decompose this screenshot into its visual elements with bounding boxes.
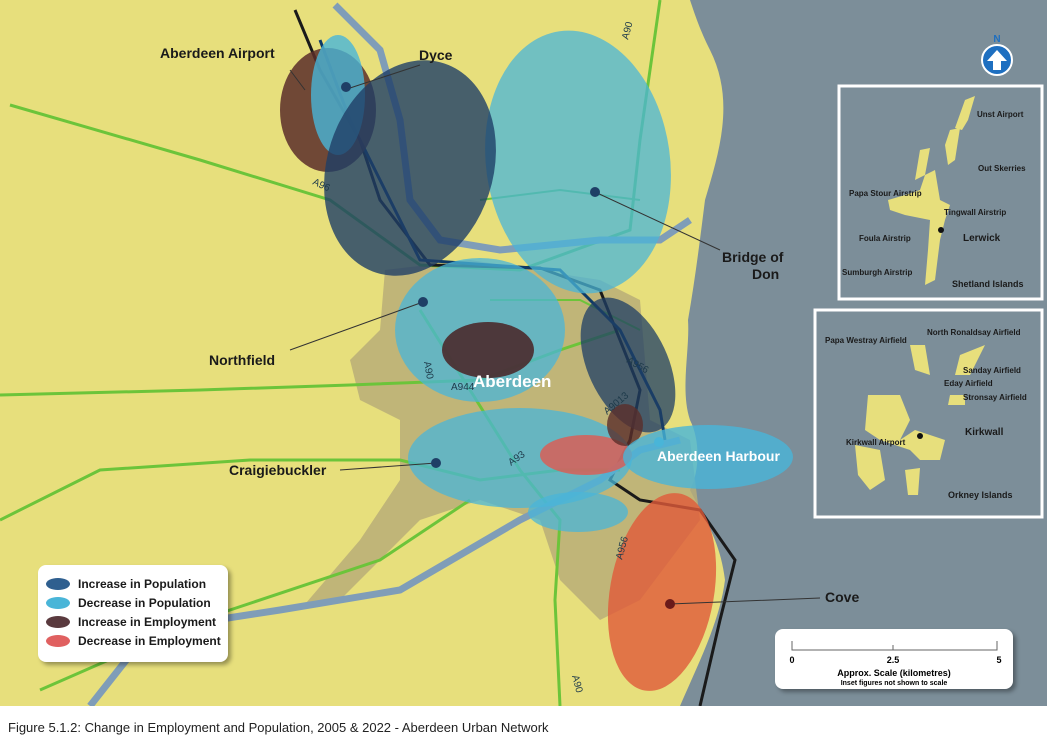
scale-tick: 2.5 <box>887 655 900 665</box>
legend: Increase in Population Decrease in Popul… <box>38 565 228 662</box>
location-dots <box>341 82 675 609</box>
label-aberdeen: Aberdeen <box>473 372 551 391</box>
label-bridge-of-don-1: Bridge of <box>722 249 784 265</box>
svg-text:Lerwick: Lerwick <box>963 233 1001 244</box>
road-label-a944: A944 <box>451 382 475 393</box>
scale-tick: 5 <box>996 655 1001 665</box>
svg-text:Sanday Airfield: Sanday Airfield <box>963 366 1021 375</box>
svg-text:North Ronaldsay Airfield: North Ronaldsay Airfield <box>927 328 1021 337</box>
svg-text:Sumburgh Airstrip: Sumburgh Airstrip <box>842 268 912 277</box>
north-arrow: N <box>981 34 1013 76</box>
svg-text:Kirkwall: Kirkwall <box>965 427 1004 438</box>
svg-text:Foula Airstrip: Foula Airstrip <box>859 234 911 243</box>
road-label-a90-south: A90 <box>569 674 584 694</box>
label-bridge-of-don-2: Don <box>752 266 779 282</box>
leader-lines <box>289 64 821 605</box>
label-northfield: Northfield <box>209 352 275 368</box>
svg-text:Shetland Islands: Shetland Islands <box>952 279 1024 289</box>
map: Aberdeen Airport Dyce Bridge of Don Nort… <box>0 0 1047 706</box>
svg-text:Out Skerries: Out Skerries <box>978 164 1026 173</box>
figure-caption: Figure 5.1.2: Change in Employment and P… <box>8 720 549 735</box>
legend-swatch-decrease-employment <box>46 634 70 647</box>
svg-text:Kirkwall Airport: Kirkwall Airport <box>846 438 906 447</box>
scale-bar: 0 2.5 5 Approx. Scale (kilometres) Inset… <box>775 629 1013 689</box>
svg-text:Stronsay Airfield: Stronsay Airfield <box>963 393 1027 402</box>
legend-swatch-decrease-population <box>46 596 70 609</box>
label-cove: Cove <box>825 589 859 605</box>
legend-item: Decrease in Employment <box>46 631 228 650</box>
road-label-a90-mid: A90 <box>421 361 435 381</box>
label-aberdeen-airport: Aberdeen Airport <box>160 45 275 61</box>
legend-item: Increase in Population <box>46 574 228 593</box>
svg-text:Orkney Islands: Orkney Islands <box>948 490 1013 500</box>
svg-text:Papa Westray Airfield: Papa Westray Airfield <box>825 336 907 345</box>
svg-text:Unst Airport: Unst Airport <box>977 110 1024 119</box>
orkney-inset: North Ronaldsay Airfield Papa Westray Ai… <box>813 308 1044 519</box>
svg-text:Tingwall Airstrip: Tingwall Airstrip <box>944 208 1006 217</box>
svg-text:Eday Airfield: Eday Airfield <box>944 379 993 388</box>
scale-title: Approx. Scale (kilometres) <box>837 668 951 678</box>
scale-note: Inset figures not shown to scale <box>841 680 948 687</box>
legend-item: Increase in Employment <box>46 612 228 631</box>
legend-swatch-increase-employment <box>46 615 70 628</box>
svg-text:Papa Stour Airstrip: Papa Stour Airstrip <box>849 189 922 198</box>
north-label: N <box>993 34 1000 45</box>
label-craigiebuckler: Craigiebuckler <box>229 462 327 478</box>
shetland-inset: Unst Airport Out Skerries Papa Stour Air… <box>837 84 1044 301</box>
legend-item: Decrease in Population <box>46 593 228 612</box>
scale-tick: 0 <box>789 655 794 665</box>
legend-swatch-increase-population <box>46 577 70 590</box>
label-dyce: Dyce <box>419 47 453 63</box>
change-ellipses <box>280 30 793 691</box>
road-label-a90: A90 <box>620 20 635 40</box>
label-aberdeen-harbour: Aberdeen Harbour <box>657 448 780 464</box>
